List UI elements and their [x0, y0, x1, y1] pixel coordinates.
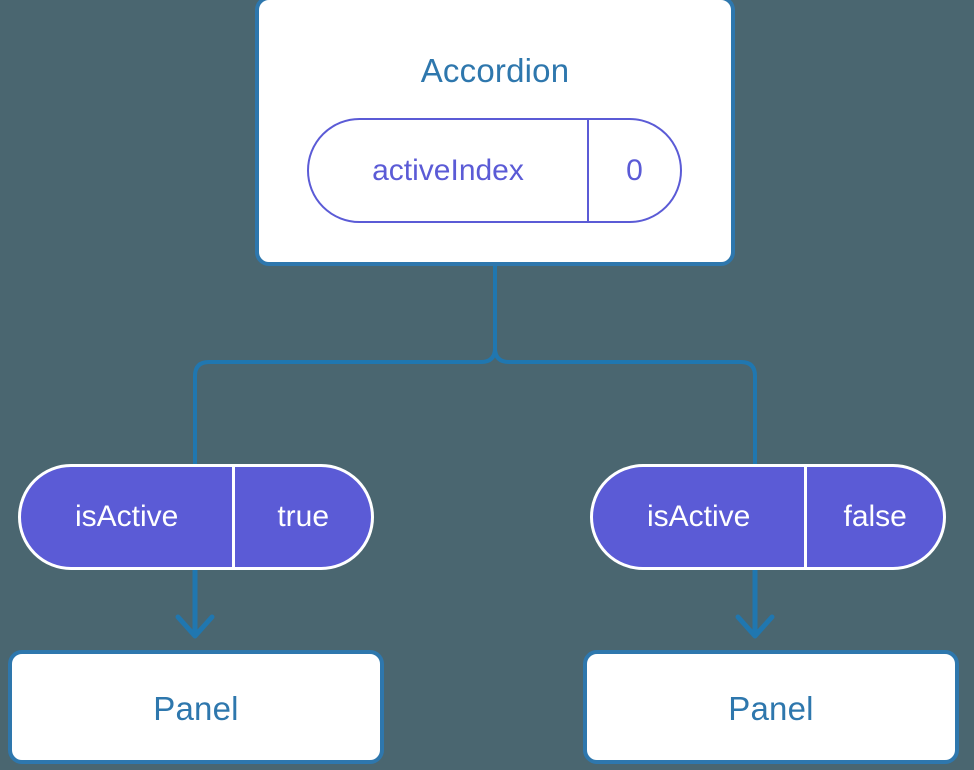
connector-right-branch	[493, 264, 757, 467]
panel-left-title: Panel	[153, 690, 239, 727]
arrow-right-head	[735, 614, 775, 639]
connector-left-branch	[193, 264, 497, 467]
panel-right-title: Panel	[728, 690, 814, 727]
prop-key-activeindex: activeIndex	[372, 153, 524, 187]
prop-key-isactive-right: isActive	[646, 500, 751, 533]
prop-badge-isactive-right[interactable]: isActive false	[590, 464, 946, 570]
prop-key-isactive-left: isActive	[74, 500, 179, 533]
arrow-left-head	[175, 614, 215, 639]
prop-badge-isactive-left[interactable]: isActive true	[18, 464, 374, 570]
prop-value-isactive-left: true	[232, 467, 371, 567]
node-panel-right[interactable]: Panel	[583, 650, 959, 764]
prop-value-activeindex: 0	[586, 120, 680, 221]
node-panel-left[interactable]: Panel	[8, 650, 384, 764]
prop-badge-activeindex[interactable]: activeIndex 0	[307, 118, 682, 223]
accordion-title: Accordion	[420, 52, 570, 89]
prop-value-isactive-right: false	[804, 467, 943, 567]
